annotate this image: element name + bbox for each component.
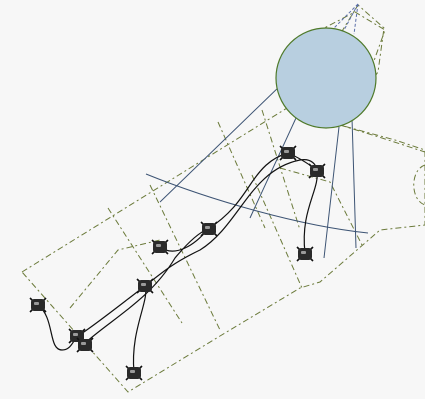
sensor-node-icon — [125, 365, 143, 381]
circular-source-icon — [275, 27, 377, 129]
divider-4 — [261, 109, 301, 231]
divider-1 — [107, 207, 183, 324]
sensor-node-icon — [76, 337, 94, 353]
ray-far-right — [351, 117, 357, 249]
ray-middle — [249, 117, 297, 219]
sensor-node-icon — [296, 246, 314, 262]
sensor-node-icon — [136, 278, 154, 294]
wire-9 — [303, 169, 318, 254]
ray-right — [323, 126, 340, 259]
divider-3 — [217, 121, 266, 229]
ray-dashed-3 — [353, 3, 359, 35]
wire-2 — [77, 285, 146, 337]
sensor-node-icon — [151, 239, 169, 255]
arc-line — [145, 173, 369, 234]
rays — [145, 3, 369, 259]
sensor-node-icon — [279, 145, 297, 161]
right-lobe-boundary — [339, 124, 425, 206]
upper-zone-boundary — [304, 11, 386, 119]
sensor-node-icon — [308, 163, 326, 179]
wire-7 — [144, 159, 318, 287]
wire-1 — [37, 304, 79, 351]
divider-5 — [251, 174, 303, 289]
ray-left — [159, 83, 283, 203]
ray-dashed-2 — [342, 3, 359, 33]
sensor-node-icon — [200, 221, 218, 237]
sensor-nodes — [29, 145, 326, 381]
divider-7 — [69, 239, 161, 309]
divider-6 — [279, 167, 363, 246]
sensor-node-icon — [29, 297, 47, 313]
wire-6 — [207, 152, 289, 230]
outer-zone-boundary — [21, 4, 425, 393]
